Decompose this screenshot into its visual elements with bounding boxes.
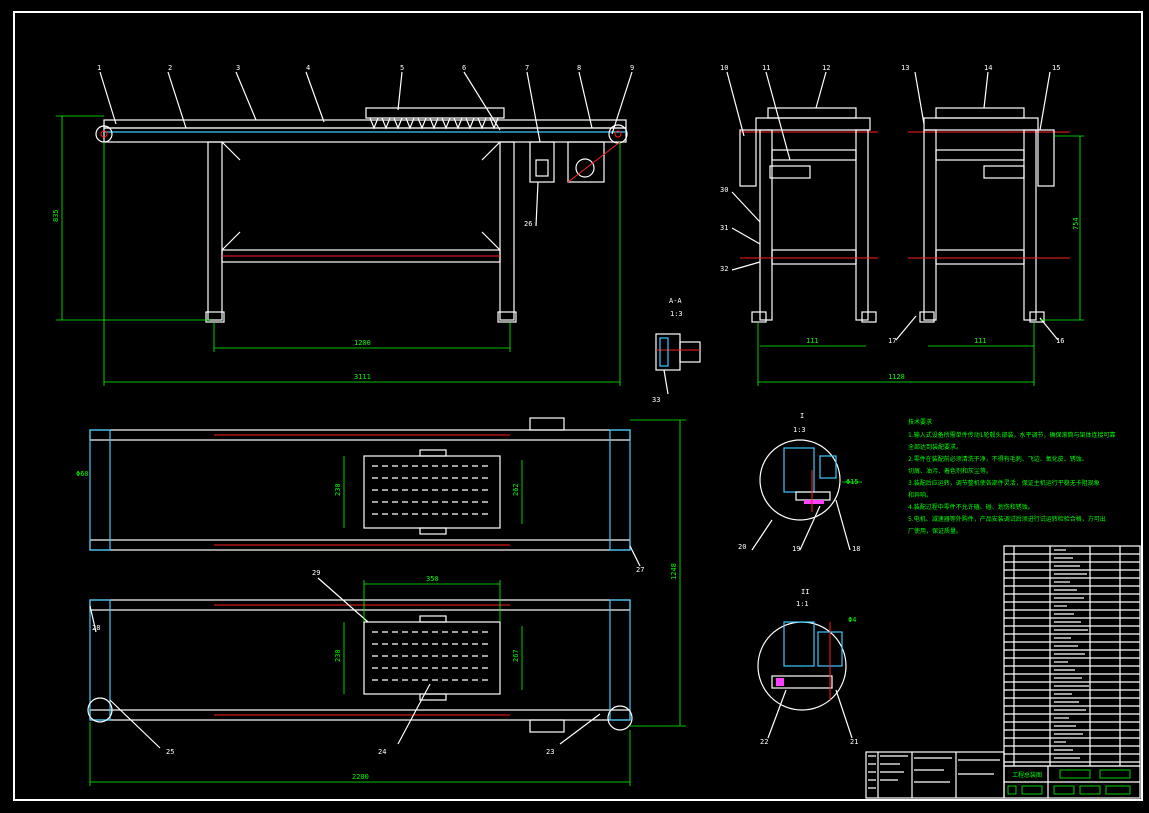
dim-plan-width: 1248 [670, 563, 678, 580]
detail-i-name: I [800, 412, 804, 420]
note-line-7: 4.装配过程中零件不允许磕、碰、划伤和锈蚀。 [908, 503, 1034, 511]
balloon-18: 18 [852, 545, 860, 553]
balloon-4: 4 [306, 64, 310, 72]
balloon-13: 13 [901, 64, 909, 72]
balloon-22: 22 [760, 738, 768, 746]
section-a-scale: 1:3 [670, 310, 683, 318]
balloon-16: 16 [1056, 337, 1064, 345]
balloons-front-view: 1 2 3 4 5 6 7 8 9 26 [97, 64, 634, 228]
dim-tray-h1: 230 [334, 483, 342, 496]
dim-phi: Φ60 [76, 470, 89, 478]
detail-ii-name: II [801, 588, 809, 596]
plan-view-top [89, 417, 686, 727]
dim-legs-length: 1200 [354, 339, 371, 347]
balloon-32: 32 [720, 265, 728, 273]
note-line-8: 5.电机、减速器等外购件，产品安装调试后须进行试运转检验合格，方可出 [908, 515, 1106, 523]
note-line-4: 切屑、油污、着色剂和灰尘等。 [908, 467, 992, 475]
section-a-name: A-A [669, 297, 682, 305]
dim-tray-width: 350 [426, 575, 439, 583]
balloon-12: 12 [822, 64, 830, 72]
balloon-29: 29 [312, 569, 320, 577]
balloon-17: 17 [888, 337, 896, 345]
balloon-24: 24 [378, 748, 386, 756]
section-a-a [655, 333, 701, 395]
balloon-2: 2 [168, 64, 172, 72]
note-line-6: 和异响。 [908, 491, 932, 499]
dim-front-height: 835 [52, 209, 60, 222]
balloon-33: 33 [652, 396, 660, 404]
balloon-7: 7 [525, 64, 529, 72]
balloon-14: 14 [984, 64, 992, 72]
dim-total-length: 3111 [354, 373, 371, 381]
title-block-name: 工程总装图 [1012, 771, 1042, 779]
balloon-31: 31 [720, 224, 728, 232]
detail-ii-scale: 1:1 [796, 600, 809, 608]
plan-view-bottom [87, 577, 633, 786]
note-line-9: 厂使用，保证质量。 [908, 527, 962, 535]
balloon-26: 26 [524, 220, 532, 228]
dim-fit-1: Φ15 [846, 478, 859, 486]
notes-title: 技术要求 [908, 418, 932, 426]
note-line-1: 1.输入式设备所需单件传动1轮毂头部装，水平调节，确保滚筒与架体连接可靠 [908, 431, 1116, 439]
dim-tray-h2b: 267 [512, 649, 520, 662]
dim-side-total: 1128 [888, 373, 905, 381]
note-line-5: 3.装配后应运转，调节整机使各部件灵活，保证主机运行平稳无卡阻现象 [908, 479, 1100, 487]
balloon-28: 28 [92, 624, 100, 632]
balloon-15: 15 [1052, 64, 1060, 72]
technical-notes: 技术要求 1.输入式设备所需单件传动1轮毂头部装，水平调节，确保滚筒与架体连接可… [908, 418, 1116, 535]
balloon-8: 8 [577, 64, 581, 72]
dim-side-width-1: 111 [806, 337, 819, 345]
balloon-30: 30 [720, 186, 728, 194]
dim-tray-h1b: 262 [512, 483, 520, 496]
note-line-2: 全部达到装配要求。 [908, 443, 962, 451]
balloon-27: 27 [636, 566, 644, 574]
dim-fit-2: Φ4 [848, 616, 856, 624]
balloon-21: 21 [850, 738, 858, 746]
dim-plan-length: 2200 [352, 773, 369, 781]
detail-i [751, 439, 862, 551]
balloon-9: 9 [630, 64, 634, 72]
balloon-10: 10 [720, 64, 728, 72]
dim-tray-h2: 230 [334, 649, 342, 662]
detail-i-scale: 1:3 [793, 426, 806, 434]
parts-list [1003, 545, 1141, 767]
front-view [56, 71, 633, 386]
balloon-6: 6 [462, 64, 466, 72]
balloon-20: 20 [738, 543, 746, 551]
balloon-3: 3 [236, 64, 240, 72]
balloon-25: 25 [166, 748, 174, 756]
balloon-5: 5 [400, 64, 404, 72]
title-block [865, 751, 1141, 799]
drawing-border [13, 11, 1143, 801]
balloon-11: 11 [762, 64, 770, 72]
note-line-3: 2.零件在装配前必须清洗干净，不得有毛刺、飞边、氧化皮、锈蚀、 [908, 455, 1088, 463]
dim-side-height: 754 [1072, 217, 1080, 230]
balloon-1: 1 [97, 64, 101, 72]
side-views [726, 71, 1084, 386]
balloon-19: 19 [792, 545, 800, 553]
detail-ii [757, 621, 853, 739]
balloon-23: 23 [546, 748, 554, 756]
dim-side-width-2: 111 [974, 337, 987, 345]
